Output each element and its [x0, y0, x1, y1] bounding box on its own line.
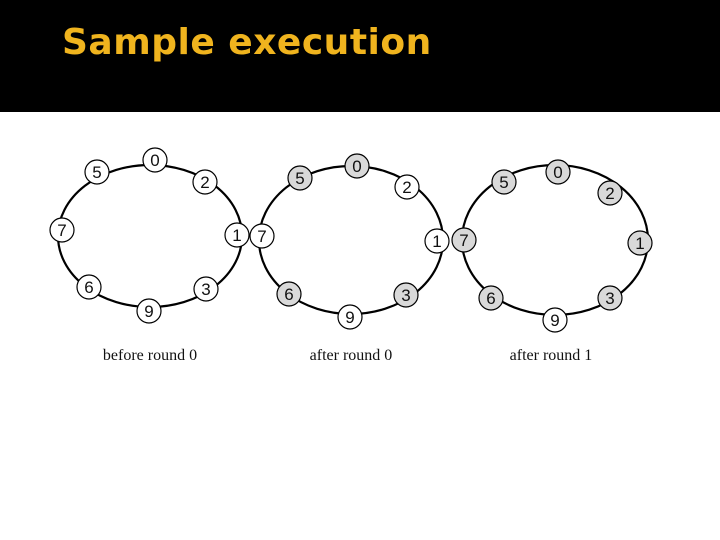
- ring-node: 5: [84, 159, 110, 185]
- node-circle: [344, 153, 370, 179]
- ring-node: 0: [545, 159, 571, 185]
- node-label: 5: [295, 169, 304, 188]
- node-label: 6: [486, 289, 495, 308]
- node-label: 5: [499, 173, 508, 192]
- ring-node: 2: [394, 174, 420, 200]
- node-label: 3: [201, 280, 210, 299]
- ring-node: 0: [344, 153, 370, 179]
- ring-node: 3: [393, 282, 419, 308]
- node-circle: [142, 147, 168, 173]
- node-label: 6: [284, 285, 293, 304]
- node-label: 0: [352, 157, 361, 176]
- ring-caption: before round 0: [103, 347, 197, 364]
- slide-title: Sample execution: [62, 22, 432, 63]
- node-label: 1: [432, 232, 441, 251]
- ring-node: 5: [491, 169, 517, 195]
- node-circle: [136, 298, 162, 324]
- ring-node: 6: [276, 281, 302, 307]
- node-label: 2: [605, 184, 614, 203]
- node-circle: [249, 223, 275, 249]
- ring-node: 5: [287, 165, 313, 191]
- node-circle: [76, 274, 102, 300]
- ring-node: 6: [76, 274, 102, 300]
- ring-node: 9: [136, 298, 162, 324]
- node-label: 2: [200, 173, 209, 192]
- ring-node: 9: [337, 304, 363, 330]
- node-circle: [192, 169, 218, 195]
- ring-node: 6: [478, 285, 504, 311]
- node-label: 5: [92, 163, 101, 182]
- ring-caption: after round 1: [510, 347, 593, 364]
- node-circle: [224, 222, 250, 248]
- node-circle: [545, 159, 571, 185]
- node-circle: [627, 230, 653, 256]
- node-circle: [276, 281, 302, 307]
- node-label: 3: [605, 289, 614, 308]
- ring-3: 0 2 1 3 9 6 7 5 after round 1: [451, 159, 653, 364]
- ring-node: 7: [249, 223, 275, 249]
- node-label: 7: [257, 227, 266, 246]
- ring-caption: after round 0: [310, 347, 393, 364]
- node-label: 0: [553, 163, 562, 182]
- ring-1: 0 2 1 3 9 6 7 5 before round 0: [49, 147, 250, 364]
- node-label: 9: [345, 308, 354, 327]
- ring-node: 3: [597, 285, 623, 311]
- ring-node: 9: [542, 307, 568, 333]
- node-label: 1: [635, 234, 644, 253]
- node-circle: [424, 228, 450, 254]
- ring-node: 7: [451, 227, 477, 253]
- node-label: 9: [144, 302, 153, 321]
- node-label: 3: [401, 286, 410, 305]
- ring-diagram: 0 2 1 3 9 6 7 5 before round 0 0 2 1 3 9 6 7 5 after roun…: [49, 147, 653, 364]
- ring-node: 2: [192, 169, 218, 195]
- node-label: 1: [232, 226, 241, 245]
- node-circle: [84, 159, 110, 185]
- node-circle: [478, 285, 504, 311]
- ring-2: 0 2 1 3 9 6 7 5 after round 0: [249, 153, 450, 364]
- node-circle: [393, 282, 419, 308]
- node-circle: [451, 227, 477, 253]
- ring-node: 2: [597, 180, 623, 206]
- node-label: 7: [459, 231, 468, 250]
- ring-node: 3: [193, 276, 219, 302]
- ring-node: 1: [424, 228, 450, 254]
- node-circle: [597, 285, 623, 311]
- title-bar: Sample execution: [0, 0, 720, 112]
- node-label: 2: [402, 178, 411, 197]
- node-label: 7: [57, 221, 66, 240]
- ring-node: 1: [627, 230, 653, 256]
- node-label: 6: [84, 278, 93, 297]
- node-circle: [597, 180, 623, 206]
- node-circle: [193, 276, 219, 302]
- node-label: 9: [550, 311, 559, 330]
- node-circle: [542, 307, 568, 333]
- ring-node: 1: [224, 222, 250, 248]
- node-label: 0: [150, 151, 159, 170]
- node-circle: [337, 304, 363, 330]
- node-circle: [49, 217, 75, 243]
- node-circle: [491, 169, 517, 195]
- node-circle: [394, 174, 420, 200]
- ring-node: 7: [49, 217, 75, 243]
- ring-node: 0: [142, 147, 168, 173]
- node-circle: [287, 165, 313, 191]
